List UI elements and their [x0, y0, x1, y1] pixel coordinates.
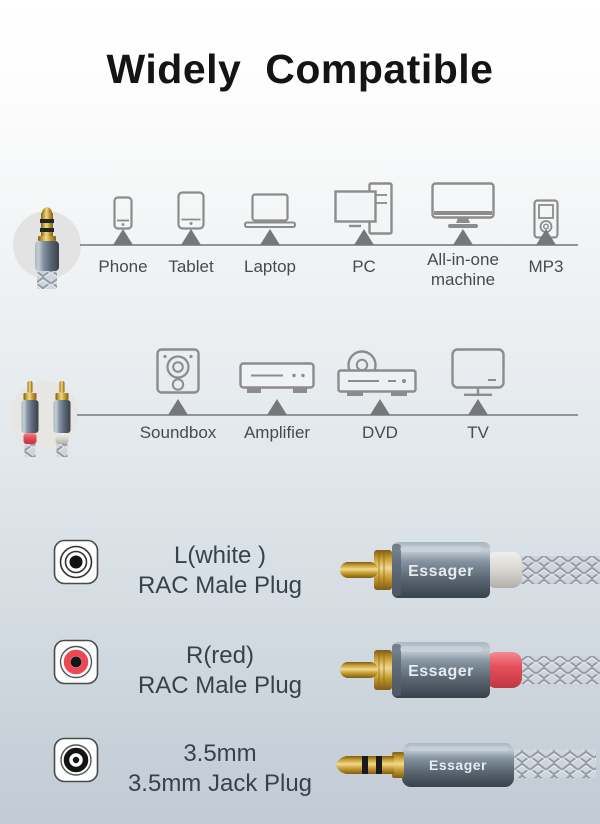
spec-text: L(white ) RAC Male Plug [110, 541, 330, 601]
row2-marker [468, 399, 488, 415]
tv-icon [451, 348, 505, 396]
spec-text: R(red) RAC Male Plug [110, 641, 330, 701]
spec-line2: RAC Male Plug [137, 572, 303, 599]
device-label: MP3 [528, 257, 564, 276]
device-label: Laptop [244, 257, 296, 276]
tablet-icon [177, 191, 205, 230]
rca-white-cable-photo: Essager [340, 542, 600, 598]
device-label: Phone [98, 257, 148, 276]
amplifier-icon [239, 362, 315, 393]
row1-line [80, 244, 578, 246]
pc-icon [334, 182, 393, 235]
row1-marker [354, 229, 374, 245]
device-label: PC [352, 257, 376, 276]
rca-red-port-icon [53, 639, 99, 685]
device-label: Soundbox [139, 423, 217, 442]
jack-3-5mm-port-icon [53, 737, 99, 783]
spec-text: 3.5mm 3.5mm Jack Plug [110, 739, 330, 799]
jack-cable-photo: Essager [336, 743, 596, 787]
row1-marker [113, 229, 133, 245]
spec-line1: L(white ) [173, 542, 267, 569]
brand-logo: Essager [429, 757, 487, 773]
device-label: Amplifier [243, 423, 311, 442]
page-title: Widely Compatible [106, 46, 494, 92]
row2-line [77, 414, 578, 416]
spec-line1: 3.5mm [183, 740, 257, 767]
device-label: TV [467, 423, 489, 442]
rca-white-port-icon [53, 539, 99, 585]
device-label: All-in-one machine [427, 250, 499, 289]
spec-line2: 3.5mm Jack Plug [127, 770, 313, 797]
row1-marker [181, 229, 201, 245]
row1-marker [260, 229, 280, 245]
jack-plug-photo [35, 207, 59, 289]
device-label: Tablet [168, 257, 214, 276]
device-label: DVD [362, 423, 398, 442]
dvd-player-icon [337, 350, 417, 396]
all-in-one-icon [431, 182, 495, 228]
speaker-icon [156, 348, 200, 394]
rca-plugs-photo [21, 381, 71, 457]
row2-marker [370, 399, 390, 415]
rca-red-cable-photo: Essager [340, 642, 600, 698]
phone-icon [113, 196, 133, 230]
row1-marker [536, 229, 556, 245]
brand-logo: Essager [408, 563, 474, 580]
row2-marker [168, 399, 188, 415]
spec-line2: RAC Male Plug [137, 672, 303, 699]
brand-logo: Essager [408, 663, 474, 680]
row2-marker [267, 399, 287, 415]
row1-marker [453, 229, 473, 245]
spec-line1: R(red) [185, 642, 254, 669]
laptop-icon [244, 193, 296, 228]
